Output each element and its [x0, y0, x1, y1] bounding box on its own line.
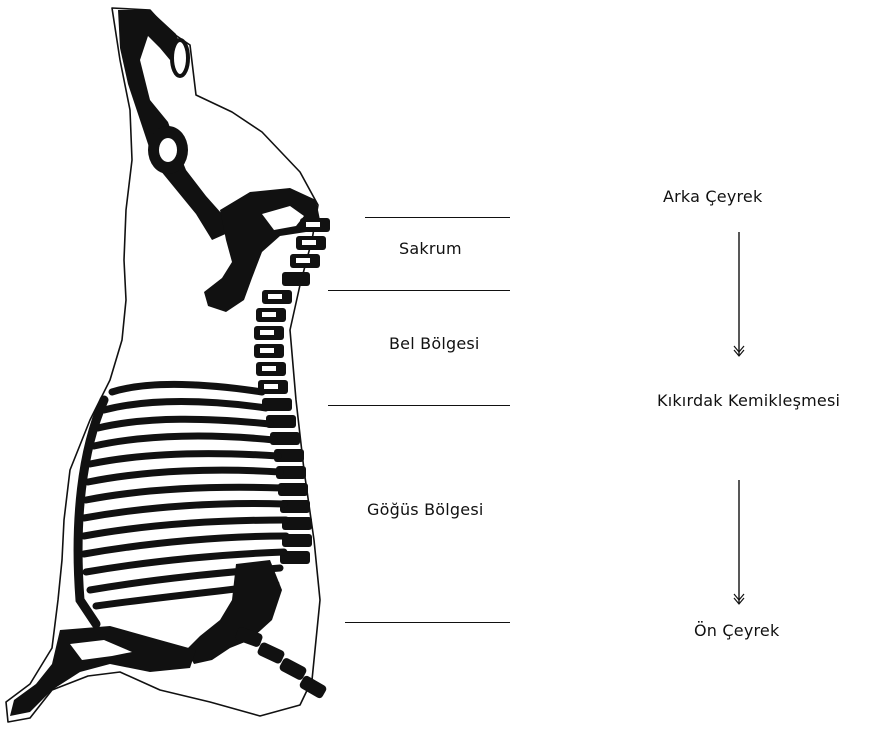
spine — [254, 218, 330, 564]
progression-start-label: Arka Çeyrek — [663, 187, 762, 207]
down-arrow-icon — [729, 232, 749, 360]
divider-bottom — [345, 622, 510, 623]
region-label-lumbar: Bel Bölgesi — [389, 334, 480, 354]
down-arrow-icon — [729, 480, 749, 608]
progression-end-label: Ön Çeyrek — [694, 621, 779, 641]
region-label-sacrum: Sakrum — [399, 239, 462, 259]
divider-sacrum-lumbar — [328, 290, 510, 291]
divider-lumbar-thoracic — [328, 405, 510, 406]
knee-joint — [172, 40, 188, 76]
carcass-skeleton-illustration — [0, 0, 360, 737]
progression-middle-label: Kıkırdak Kemikleşmesi — [657, 391, 840, 411]
region-label-thoracic: Göğüs Bölgesi — [367, 500, 484, 520]
divider-top — [365, 217, 510, 218]
